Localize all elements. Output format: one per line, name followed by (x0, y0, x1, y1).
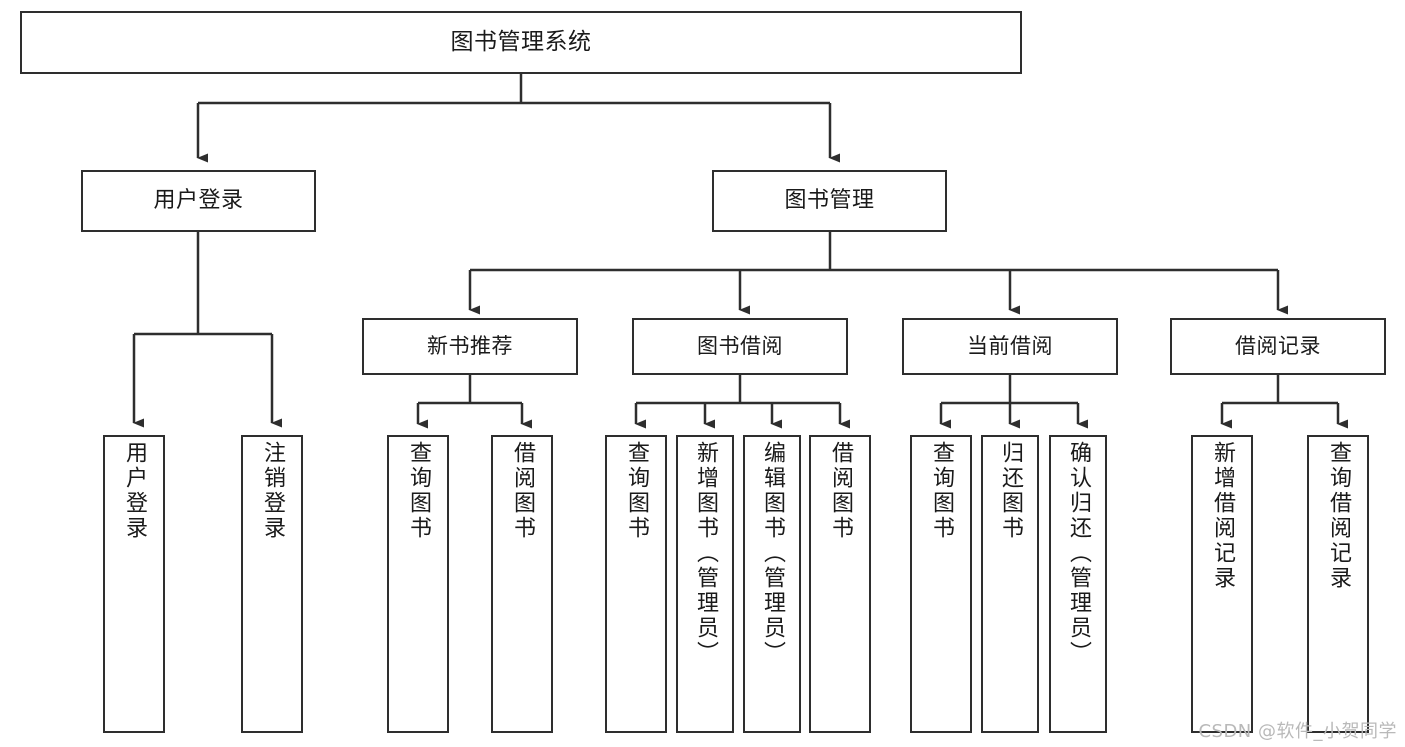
node-label: 查询图书 (624, 441, 649, 541)
node-label: 新增图书（管理员） (693, 441, 718, 666)
node-label: 用户登录 (153, 187, 244, 213)
node-book-management[interactable]: 图书管理 (712, 170, 947, 232)
node-user-login[interactable]: 用户登录 (81, 170, 316, 232)
node-leaf-borrow-book-recommend[interactable]: 借阅图书 (491, 435, 553, 733)
node-label: 确认归还（管理员） (1066, 441, 1091, 666)
node-borrow-record[interactable]: 借阅记录 (1170, 318, 1386, 375)
node-label: 图书管理系统 (450, 28, 592, 55)
node-label: 借阅记录 (1235, 333, 1321, 358)
node-leaf-edit-book[interactable]: 编辑图书（管理员） (743, 435, 801, 733)
node-label: 新书推荐 (427, 333, 513, 358)
node-leaf-query-book-borrow[interactable]: 查询图书 (605, 435, 667, 733)
node-label: 新增借阅记录 (1210, 441, 1235, 591)
node-current-borrow[interactable]: 当前借阅 (902, 318, 1118, 375)
node-leaf-add-book[interactable]: 新增图书（管理员） (676, 435, 734, 733)
node-new-book-recommend[interactable]: 新书推荐 (362, 318, 578, 375)
node-leaf-query-book-current[interactable]: 查询图书 (910, 435, 972, 733)
node-root-book-management-system[interactable]: 图书管理系统 (20, 11, 1022, 74)
node-leaf-borrow-book[interactable]: 借阅图书 (809, 435, 871, 733)
node-leaf-query-book-recommend[interactable]: 查询图书 (387, 435, 449, 733)
node-label: 注销登录 (260, 441, 285, 541)
node-label: 编辑图书（管理员） (760, 441, 785, 666)
node-book-borrow[interactable]: 图书借阅 (632, 318, 848, 375)
node-label: 图书管理 (784, 187, 875, 213)
node-leaf-confirm-return[interactable]: 确认归还（管理员） (1049, 435, 1107, 733)
node-label: 归还图书 (998, 441, 1023, 541)
node-label: 当前借阅 (967, 333, 1053, 358)
node-label: 查询图书 (406, 441, 431, 541)
node-label: 图书借阅 (697, 333, 783, 358)
node-leaf-add-borrow-record[interactable]: 新增借阅记录 (1191, 435, 1253, 733)
node-label: 用户登录 (122, 441, 147, 541)
node-label: 查询借阅记录 (1326, 441, 1351, 591)
node-label: 借阅图书 (510, 441, 535, 541)
node-label: 查询图书 (929, 441, 954, 541)
node-leaf-query-borrow-record[interactable]: 查询借阅记录 (1307, 435, 1369, 733)
node-leaf-user-login[interactable]: 用户登录 (103, 435, 165, 733)
node-label: 借阅图书 (828, 441, 853, 541)
node-leaf-return-book[interactable]: 归还图书 (981, 435, 1039, 733)
node-leaf-user-logout[interactable]: 注销登录 (241, 435, 303, 733)
